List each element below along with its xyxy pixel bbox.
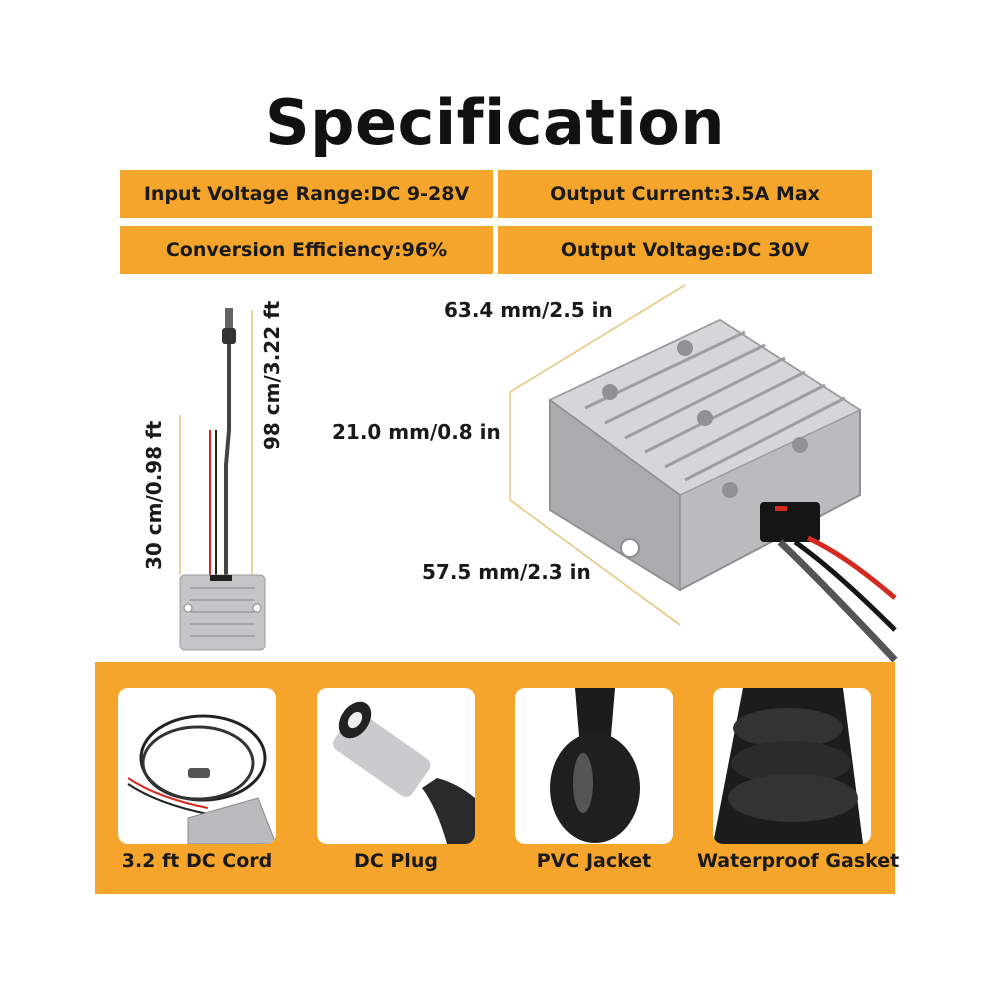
feature-label-pvc-jacket: PVC Jacket	[536, 850, 652, 872]
converter-module-illustration	[509, 284, 898, 663]
dim-cable-total: 98 cm/3.22 ft	[260, 300, 284, 450]
features-panel: 3.2 ft DC Cord DC Plug PVC Jacket Waterp…	[95, 662, 900, 894]
spec-output-voltage: Output Voltage:DC 30V	[498, 226, 872, 274]
dim-cable-wires: 30 cm/0.98 ft	[142, 420, 166, 570]
spec-output-current: Output Current:3.5A Max	[498, 170, 872, 218]
feature-label-dc-plug: DC Plug	[354, 850, 438, 872]
dc-cord-icon	[127, 714, 276, 844]
dim-width: 57.5 mm/2.3 in	[422, 560, 591, 584]
feature-thumb-pvc-jacket	[515, 688, 673, 844]
spec-efficiency: Conversion Efficiency:96%	[120, 226, 493, 274]
dc-plug-icon	[333, 701, 475, 844]
feature-thumb-dc-cord	[118, 688, 276, 844]
feature-label-dc-cord: 3.2 ft DC Cord	[121, 850, 273, 872]
spec-input-voltage: Input Voltage Range:DC 9-28V	[120, 170, 493, 218]
feature-thumb-waterproof-gasket	[713, 688, 871, 844]
small-module-illustration	[179, 308, 266, 651]
dim-height: 21.0 mm/0.8 in	[332, 420, 501, 444]
waterproof-gasket-icon	[713, 688, 863, 844]
dim-length: 63.4 mm/2.5 in	[444, 298, 613, 322]
feature-label-waterproof-gasket: Waterproof Gasket	[697, 850, 900, 872]
page-title: Specification	[264, 86, 726, 159]
pvc-jacket-icon	[550, 688, 640, 843]
feature-thumb-dc-plug	[317, 688, 475, 844]
